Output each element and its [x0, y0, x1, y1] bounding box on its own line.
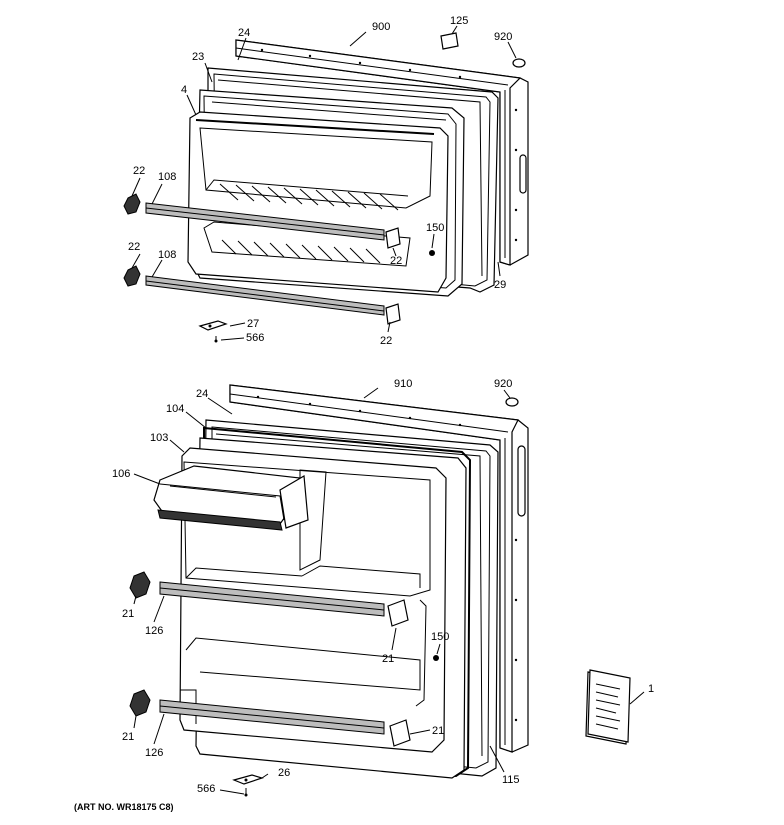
- hinge-27: [198, 320, 228, 331]
- label-126-top: 126: [145, 625, 163, 637]
- upper-leader-lines: [131, 25, 517, 341]
- label-126-bottom: 126: [145, 747, 163, 759]
- label-125: 125: [450, 15, 468, 27]
- bracket-21-left-bottom: [129, 689, 151, 717]
- plug-920-upper: [512, 58, 526, 68]
- label-22-right-top: 22: [390, 255, 402, 267]
- bracket-22-left-top: [123, 193, 141, 215]
- lower-leader-lines: [133, 387, 511, 795]
- label-27: 27: [247, 318, 259, 330]
- shelf-rail-108-top: [145, 202, 385, 241]
- label-29: 29: [494, 279, 506, 291]
- part-labels: 900 125 920 24 23 4 22 108 22 108 22 150…: [74, 15, 654, 812]
- dairy-door-106: [153, 465, 309, 531]
- outer-door-910: [229, 384, 529, 753]
- label-26: 26: [278, 767, 290, 779]
- screw-566-lower: [244, 788, 248, 797]
- label-566-upper: 566: [246, 332, 264, 344]
- shelf-rail-126-bottom: [159, 699, 385, 735]
- inner-door-shelves-4: [187, 111, 449, 293]
- shelf-rail-126-top: [159, 581, 385, 617]
- bracket-21-right-top: [387, 599, 409, 627]
- label-108-top: 108: [158, 171, 176, 183]
- bracket-22-right-bottom: [385, 303, 401, 325]
- screw-150-upper: [429, 250, 435, 256]
- plug-920-lower: [505, 397, 519, 407]
- cap-125: [440, 32, 459, 50]
- label-22-left-bottom: 22: [128, 241, 140, 253]
- label-108-bottom: 108: [158, 249, 176, 261]
- lower-door-assembly: [129, 384, 529, 797]
- label-920-lower: 920: [494, 378, 512, 390]
- label-24-upper: 24: [238, 27, 250, 39]
- bracket-22-left-bottom: [123, 265, 141, 287]
- outer-door-900: [235, 39, 529, 266]
- label-106: 106: [112, 468, 130, 480]
- bracket-21-right-bottom: [389, 719, 411, 747]
- label-900: 900: [372, 21, 390, 33]
- label-22-right-bottom: 22: [380, 335, 392, 347]
- label-150-lower: 150: [431, 631, 449, 643]
- bracket-21-left-top: [129, 571, 151, 599]
- screw-150-lower: [433, 655, 439, 661]
- screw-566-upper: [214, 336, 218, 343]
- label-21-left-bottom: 21: [122, 731, 134, 743]
- label-1: 1: [648, 683, 654, 695]
- label-24-lower: 24: [196, 388, 208, 400]
- shelf-rail-108-bottom: [145, 275, 385, 316]
- art-number: (ART NO. WR18175 C8): [74, 802, 174, 812]
- label-150-upper: 150: [426, 222, 444, 234]
- label-21-right-bottom: 21: [432, 725, 444, 737]
- label-21-right-top: 21: [382, 653, 394, 665]
- bracket-22-right-top: [385, 227, 401, 249]
- label-22-left-top: 22: [133, 165, 145, 177]
- owners-manual-1: [585, 669, 645, 745]
- label-21-left-top: 21: [122, 608, 134, 620]
- label-103: 103: [150, 432, 168, 444]
- label-23: 23: [192, 51, 204, 63]
- label-115: 115: [502, 774, 520, 786]
- label-104: 104: [166, 403, 184, 415]
- hinge-26: [232, 774, 264, 785]
- label-4: 4: [181, 84, 187, 96]
- label-920-upper: 920: [494, 31, 512, 43]
- label-910: 910: [394, 378, 412, 390]
- label-566-lower: 566: [197, 783, 215, 795]
- upper-door-assembly: [123, 25, 529, 343]
